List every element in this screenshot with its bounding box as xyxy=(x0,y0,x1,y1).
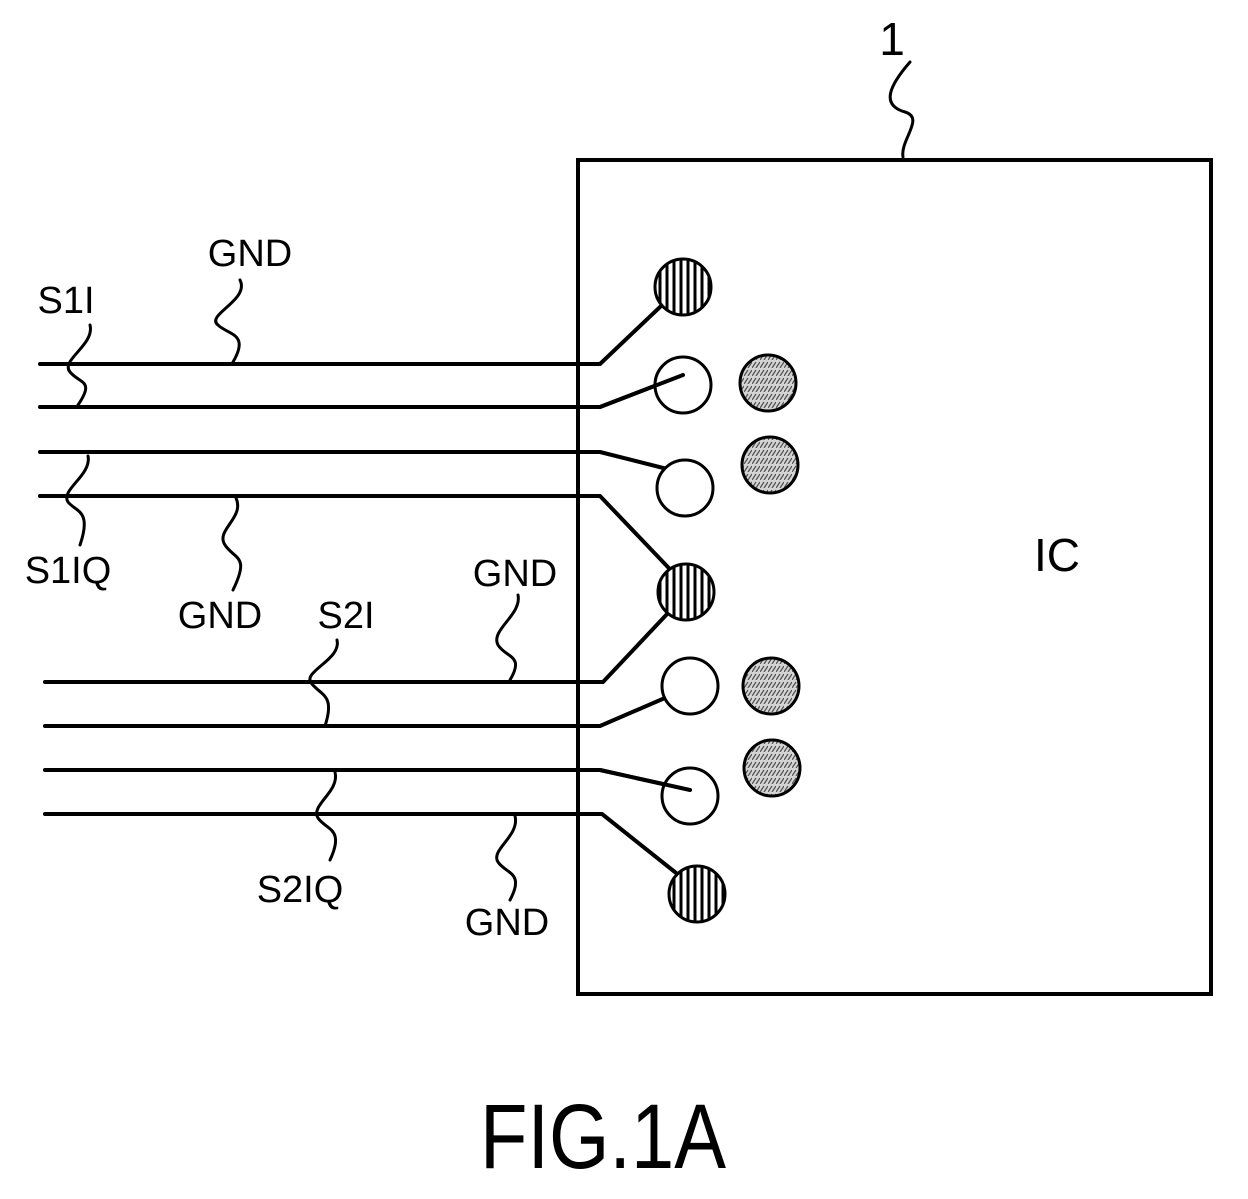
ground-pad xyxy=(669,866,725,922)
label-s2i: S2I xyxy=(317,595,374,637)
label-s2iq: S2IQ xyxy=(257,869,344,911)
gnd-bottom-leader xyxy=(497,816,516,900)
stipple-pad xyxy=(742,437,798,493)
label-gnd-top: GND xyxy=(208,233,292,275)
gnd-mid-right-leader xyxy=(497,595,519,680)
stipple-pad xyxy=(740,355,796,411)
trace-upper-3 xyxy=(40,452,683,473)
signal-pad xyxy=(662,658,718,714)
signal-pad xyxy=(657,460,713,516)
ref-numeral-1: 1 xyxy=(879,13,905,65)
label-s1i: S1I xyxy=(37,280,94,322)
trace-lower-2 xyxy=(45,688,688,726)
stipple-pad xyxy=(743,658,799,714)
s1iq-leader xyxy=(67,456,89,545)
label-s1iq: S1IQ xyxy=(25,550,112,592)
trace-lower-3 xyxy=(45,770,690,790)
gnd-mid-left-leader xyxy=(223,498,241,590)
trace-upper-1 xyxy=(40,288,680,364)
ic-label: IC xyxy=(1034,529,1080,581)
trace-upper-2 xyxy=(40,375,683,407)
label-gnd-mid-left: GND xyxy=(178,595,262,637)
ground-pad xyxy=(655,259,711,315)
trace-lower-4 xyxy=(45,814,695,888)
ref-1-leader xyxy=(890,62,913,157)
gnd-top-leader xyxy=(216,280,242,362)
signal-pad xyxy=(662,768,718,824)
ground-pad xyxy=(658,564,714,620)
label-gnd-bottom: GND xyxy=(465,902,549,944)
figure-caption: FIG.1A xyxy=(480,1086,727,1188)
signal-pad xyxy=(655,357,711,413)
trace-upper-4 xyxy=(40,496,685,585)
stipple-pad xyxy=(744,740,800,796)
label-gnd-mid-right: GND xyxy=(473,553,557,595)
